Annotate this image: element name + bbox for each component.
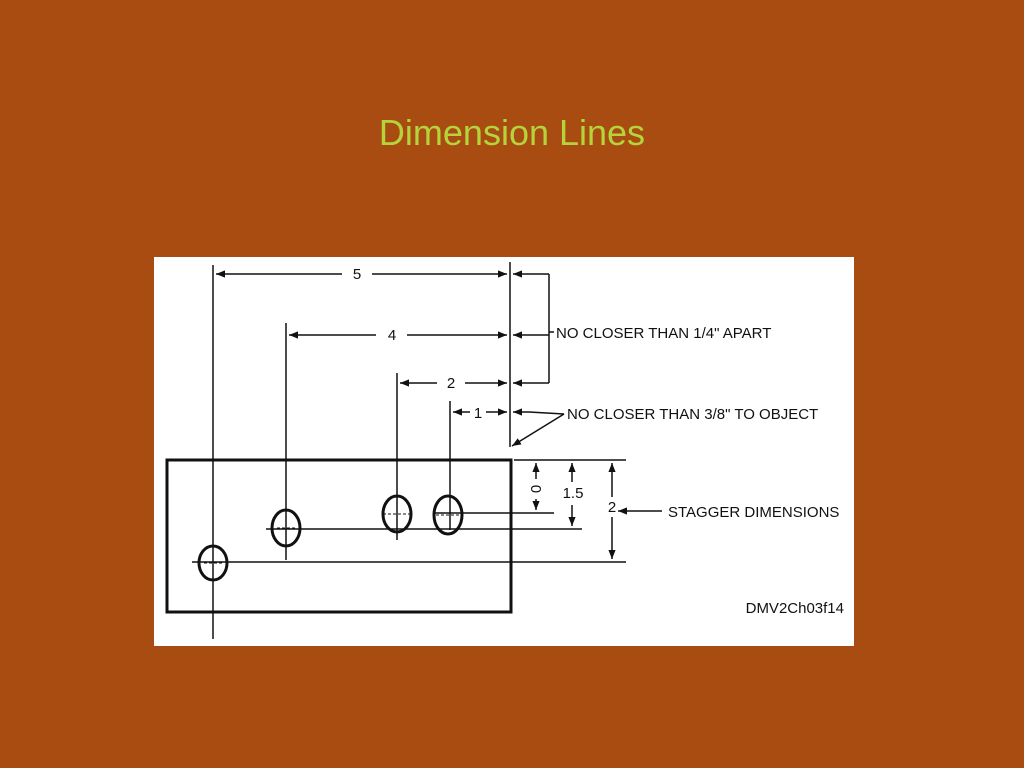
hole-1 — [197, 544, 229, 582]
slide-title: Dimension Lines — [378, 112, 646, 153]
dim-label-4: 4 — [388, 327, 396, 344]
diagram-drawing: 5 4 2 1 0 1.5 2 NO CLOSER THAN 1/4" APAR… — [165, 262, 844, 639]
hole-2 — [270, 508, 302, 548]
hole-4 — [432, 494, 464, 536]
dim-label-5: 5 — [353, 266, 361, 283]
callout-apart: NO CLOSER THAN 1/4" APART — [556, 325, 771, 342]
callout-object: NO CLOSER THAN 3/8" TO OBJECT — [567, 406, 818, 423]
stagger-label-1-5: 1.5 — [563, 485, 584, 502]
dim-label-2: 2 — [447, 375, 455, 392]
figure-id: DMV2Ch03f14 — [746, 600, 844, 617]
object-outline — [165, 458, 513, 614]
dim-label-1: 1 — [474, 405, 482, 422]
stagger-label-0: 0 — [528, 485, 545, 493]
callout-leader-object-a — [528, 411, 565, 415]
hole-3 — [381, 494, 413, 534]
dimension-diagram: 5 4 2 1 0 1.5 2 NO CLOSER THAN 1/4" APAR… — [154, 257, 854, 646]
callout-stagger: STAGGER DIMENSIONS — [668, 504, 839, 521]
stagger-label-2: 2 — [608, 499, 616, 516]
callout-leader-object-b — [511, 413, 565, 447]
